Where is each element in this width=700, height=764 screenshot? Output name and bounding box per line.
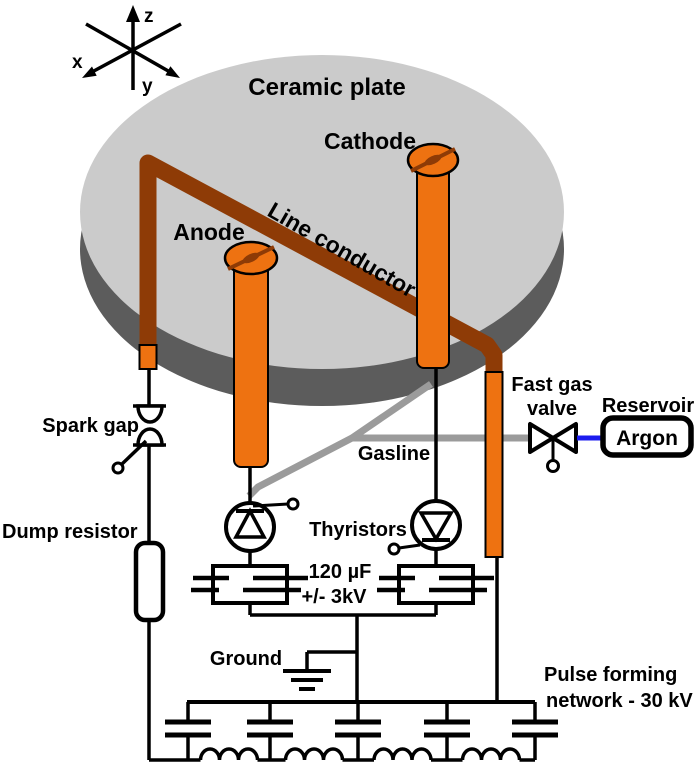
conductor-stub-left bbox=[138, 344, 158, 370]
fast-gas-valve-label-line2: valve bbox=[527, 398, 577, 420]
coordinate-axes bbox=[82, 5, 182, 90]
axis-y-label: y bbox=[142, 76, 153, 97]
pfn-label-line1: Pulse forming bbox=[544, 664, 677, 686]
cathode-label: Cathode bbox=[324, 128, 416, 154]
spark-gap-symbol bbox=[111, 404, 166, 475]
thyristor-right-gate-terminal bbox=[387, 542, 401, 556]
thyristor-left-gate-terminal bbox=[286, 497, 300, 511]
ground-label: Ground bbox=[210, 648, 282, 670]
capacitor-bank-right bbox=[377, 564, 494, 605]
conductor-stub-right bbox=[484, 371, 504, 558]
dump-resistor-label: Dump resistor bbox=[2, 521, 138, 543]
capacitor-bank-left bbox=[191, 564, 308, 605]
capacitor-rating-line2: +/- 3kV bbox=[301, 586, 367, 608]
reservoir-box bbox=[600, 415, 694, 458]
circuit-wires bbox=[147, 367, 499, 760]
anode-label: Anode bbox=[173, 219, 245, 245]
dump-resistor-symbol bbox=[133, 540, 166, 623]
spark-gap-label: Spark gap bbox=[42, 415, 139, 437]
reservoir-label: Reservoir bbox=[602, 395, 694, 417]
thyristor-left bbox=[224, 497, 300, 553]
gasline-label: Gasline bbox=[358, 443, 430, 465]
thyristor-right bbox=[387, 499, 462, 556]
ceramic-plate-label: Ceramic plate bbox=[248, 74, 405, 101]
pulse-forming-network bbox=[149, 700, 558, 762]
valve-actuator-terminal bbox=[546, 459, 560, 473]
fast-gas-valve-label-line1: Fast gas bbox=[511, 374, 592, 396]
fast-gas-valve-symbol bbox=[528, 422, 578, 473]
capacitor-rating-line1: 120 µF bbox=[309, 561, 372, 583]
axis-z-label: z bbox=[144, 6, 154, 27]
thyristors-label: Thyristors bbox=[309, 519, 407, 541]
spark-gap-trigger-terminal bbox=[111, 461, 125, 475]
anode-electrode bbox=[223, 240, 279, 468]
cathode-electrode bbox=[406, 142, 460, 369]
axis-x-label: x bbox=[72, 52, 83, 73]
argon-text: Argon bbox=[616, 427, 678, 450]
ground-symbol bbox=[283, 669, 331, 691]
pfn-label-line2: network - 30 kV bbox=[546, 690, 693, 712]
